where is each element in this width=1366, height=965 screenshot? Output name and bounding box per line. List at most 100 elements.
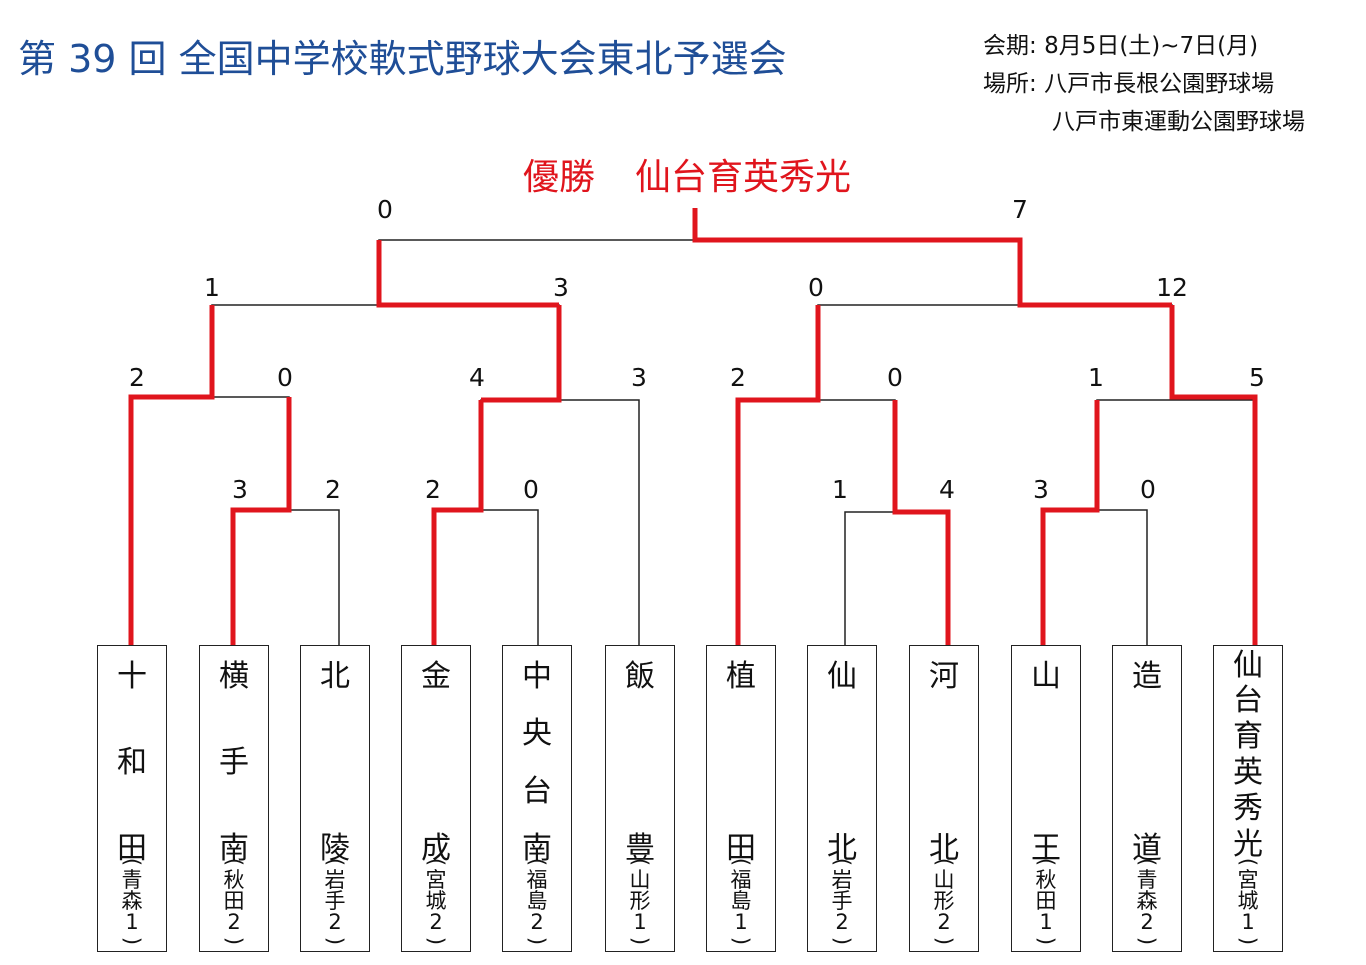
prefecture-char: 宮 <box>1237 868 1259 892</box>
team-name-char: 田 <box>117 831 147 866</box>
champion-label: 優勝 <box>523 157 596 198</box>
team-name-char: 仙 <box>827 659 857 694</box>
team-name-char: 植 <box>726 659 756 694</box>
score-qf-8: 5 <box>1249 363 1265 392</box>
prefecture-char: 手 <box>324 889 346 913</box>
prefecture-char: 森 <box>1136 889 1158 913</box>
team-name-char: 育 <box>1233 719 1263 754</box>
winner-path <box>431 400 484 645</box>
team-name-char: 十 <box>117 659 147 694</box>
prefecture-char: 城 <box>425 889 447 913</box>
score-qf-5: 2 <box>730 363 746 392</box>
prefecture-char: 青 <box>121 868 143 892</box>
prefecture-char: 形 <box>933 889 955 913</box>
prefecture-char: 福 <box>730 868 752 892</box>
prefecture-char: 2 <box>227 910 241 934</box>
prefecture-char: 2 <box>429 910 443 934</box>
bracket-line <box>1096 399 1256 645</box>
team-name-char: 央 <box>522 716 552 751</box>
score-r1-1: 3 <box>232 475 248 504</box>
winner-path <box>735 305 821 645</box>
bracket-line <box>844 511 949 645</box>
team-name-char: 南 <box>522 831 552 866</box>
team-name-char: 金 <box>421 659 451 694</box>
prefecture-char: 1 <box>125 910 139 934</box>
team-name-char: 北 <box>929 831 959 866</box>
team-name-char: 陵 <box>320 831 350 866</box>
score-qf-6: 0 <box>887 363 903 392</box>
prefecture-char: 1 <box>1241 910 1255 934</box>
team-name-char: 手 <box>219 745 249 780</box>
score-qf-7: 1 <box>1088 363 1104 392</box>
score-semi-4: 12 <box>1156 273 1188 302</box>
bracket-line <box>378 239 1021 305</box>
score-semi-3: 0 <box>808 273 824 302</box>
prefecture-char: 島 <box>526 889 548 913</box>
bracket-line <box>232 509 340 645</box>
prefecture-char: 秋 <box>1035 868 1057 892</box>
score-r1-7: 3 <box>1033 475 1049 504</box>
score-qf-2: 0 <box>277 363 293 392</box>
score-semi-2: 3 <box>553 273 569 302</box>
venue-label: 場所: <box>983 71 1037 97</box>
team-name-char: 仙 <box>1233 648 1263 683</box>
score-semi-1: 1 <box>204 273 220 302</box>
prefecture-char: 宮 <box>425 868 447 892</box>
venue-2: 八戸市東運動公園野球場 <box>1052 109 1305 135</box>
score-r1-4: 0 <box>523 475 539 504</box>
winner-path <box>692 208 1172 308</box>
prefecture-char: 2 <box>937 910 951 934</box>
team-name-char: 造 <box>1132 659 1162 694</box>
bracket-line <box>130 396 290 645</box>
bracket-line <box>817 304 1173 400</box>
prefecture-char: 1 <box>734 910 748 934</box>
team-name-char: 和 <box>117 745 147 780</box>
team-name-char: 秀 <box>1233 791 1263 826</box>
prefecture-char: 秋 <box>223 868 245 892</box>
score-r1-2: 2 <box>325 475 341 504</box>
venue-info: 場所: 八戸市長根公園野球場 <box>983 64 1274 98</box>
prefecture-char: 岩 <box>831 868 853 892</box>
period-value: 8月5日(土)~7日(月) <box>1044 33 1259 59</box>
prefecture-char: 福 <box>526 868 548 892</box>
winner-path <box>376 240 559 308</box>
team-name-char: 道 <box>1132 831 1162 866</box>
score-qf-1: 2 <box>129 363 145 392</box>
prefecture-char: 城 <box>1237 889 1259 913</box>
bracket-line <box>211 304 560 400</box>
prefecture-char: 形 <box>629 889 651 913</box>
prefecture-char: 2 <box>328 910 342 934</box>
prefecture-char: 島 <box>730 889 752 913</box>
prefecture-char: 2 <box>835 910 849 934</box>
team-name-char: 横 <box>219 659 249 694</box>
score-qf-4: 3 <box>631 363 647 392</box>
winner-path <box>1040 400 1100 645</box>
score-r1-5: 1 <box>832 475 848 504</box>
winner-path <box>481 305 562 403</box>
team-name-char: 飯 <box>625 659 655 694</box>
score-r1-3: 2 <box>425 475 441 504</box>
team-name-char: 田 <box>726 831 756 866</box>
score-final-left: 0 <box>377 195 393 224</box>
team-name-char: 台 <box>522 774 552 809</box>
prefecture-char: 2 <box>1140 910 1154 934</box>
champion-team: 仙台育英秀光 <box>635 157 852 198</box>
team-name-char: 英 <box>1233 755 1263 790</box>
team-name-char: 北 <box>827 831 857 866</box>
